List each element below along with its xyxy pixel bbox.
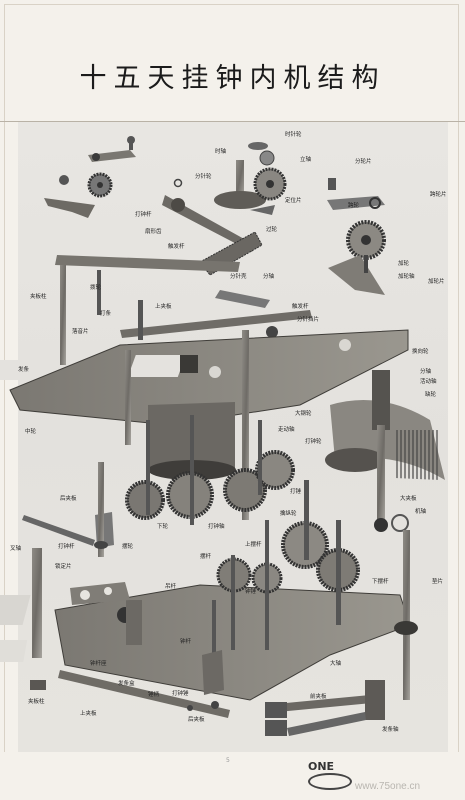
page-title: 十五天挂钟内机结构 xyxy=(79,63,386,94)
page-mark: 5 xyxy=(226,757,230,764)
part-label: 分针轮 xyxy=(195,174,212,180)
gear-train-middle xyxy=(22,402,295,557)
upper-plate xyxy=(0,300,409,520)
part-label: 拨轮 xyxy=(90,285,102,291)
part-label: 打锤 xyxy=(290,489,302,495)
part-label: 触发杆 xyxy=(168,244,185,250)
part-label: 活动轴 xyxy=(420,379,437,385)
part-label: 后夹板 xyxy=(188,717,205,723)
lower-plate xyxy=(0,480,418,736)
part-label: 夹板柱 xyxy=(28,699,45,705)
part-label: 换向轮 xyxy=(412,349,429,355)
website-watermark: www.75one.cn xyxy=(355,781,421,792)
part-label: 加轮 xyxy=(398,261,410,267)
globe-icon xyxy=(308,773,352,790)
part-label: 夹板柱 xyxy=(30,294,47,300)
part-label: 落音片 xyxy=(72,329,89,335)
small-parts-top xyxy=(44,136,386,295)
part-label: 加轮轴 xyxy=(398,274,415,280)
part-label: 缺轮 xyxy=(425,392,437,398)
chime-drum xyxy=(325,370,445,532)
part-label: 大轴 xyxy=(330,661,342,667)
levers xyxy=(55,195,312,365)
part-label: 机轴 xyxy=(415,509,427,515)
part-label: 发条 xyxy=(18,367,30,373)
part-label: 钟杆座 xyxy=(90,661,107,667)
part-label: 过轮 xyxy=(266,227,278,233)
part-label: 扇形齿 xyxy=(145,229,162,235)
part-label: 擒纵轮 xyxy=(280,511,297,517)
part-label: 打条 xyxy=(100,311,112,317)
part-label: 打钟杆 xyxy=(135,212,152,218)
part-label: 后夹板 xyxy=(60,496,77,502)
footer-area xyxy=(0,752,465,800)
part-label: 时针轮 xyxy=(285,132,302,138)
part-label: 钟锤 xyxy=(245,589,257,595)
part-label: 下轮 xyxy=(157,524,169,530)
title-divider xyxy=(0,121,465,122)
part-label: 大夹板 xyxy=(400,496,417,502)
part-label: 垫片 xyxy=(432,579,444,585)
part-label: 发条盒 xyxy=(118,681,135,687)
part-label: 跨轮片 xyxy=(430,192,447,198)
part-label: 叉轴 xyxy=(10,546,22,552)
part-label: 触发杆 xyxy=(292,304,309,310)
part-label: 分针壳 xyxy=(230,274,247,280)
part-label: 上摆杆 xyxy=(245,542,262,548)
part-label: 前夹板 xyxy=(310,694,327,700)
part-label: 打钟杆 xyxy=(58,544,75,550)
part-label: 锤柄 xyxy=(148,692,160,698)
part-label: 锁定片 xyxy=(55,564,72,570)
part-label: 上夹板 xyxy=(80,711,97,717)
part-label: 大钢轮 xyxy=(295,411,312,417)
part-label: 摆轮 xyxy=(122,544,134,550)
part-label: 时轴 xyxy=(215,149,227,155)
part-label: 上夹板 xyxy=(155,304,172,310)
site-logo: ONE xyxy=(308,760,335,773)
part-label: 中轮 xyxy=(25,429,37,435)
part-label: 打钟轮 xyxy=(305,439,322,445)
part-label: 吊杆 xyxy=(165,584,177,590)
part-label: 打钟锤 xyxy=(172,691,189,697)
part-label: 摆杆 xyxy=(200,554,212,560)
part-label: 发条轴 xyxy=(382,727,399,733)
part-label: 走动轴 xyxy=(278,427,295,433)
part-label: 定位片 xyxy=(285,198,302,204)
part-label: 分轴 xyxy=(420,369,432,375)
part-label: 分轴 xyxy=(263,274,275,280)
part-label: 加轮片 xyxy=(428,279,445,285)
part-label: 立轴 xyxy=(300,157,312,163)
part-label: 分轮片 xyxy=(355,159,372,165)
part-label: 打钟轴 xyxy=(208,524,225,530)
part-label: 跨轮 xyxy=(348,203,360,209)
part-label: 下摆杆 xyxy=(372,579,389,585)
part-label: 钟杆 xyxy=(180,639,192,645)
part-label: 分针挡片 xyxy=(297,317,320,323)
